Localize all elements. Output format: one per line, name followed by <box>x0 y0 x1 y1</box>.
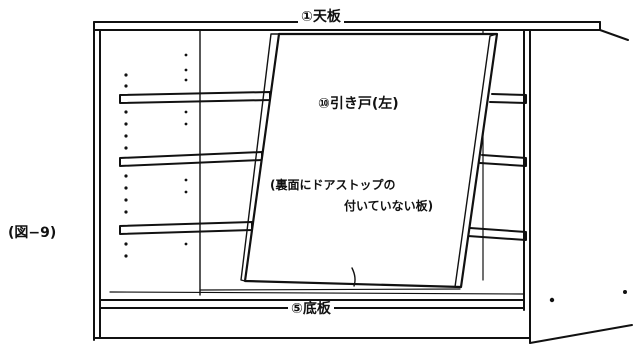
left-side-panel <box>93 21 101 341</box>
shelf-middle <box>119 151 263 167</box>
shelf-pin-holes-rear <box>184 53 188 246</box>
bottom-board-label: ⑤底板 <box>288 302 334 316</box>
shelf-lower-right <box>467 227 527 241</box>
shelf-lower <box>119 221 253 235</box>
door-note-line1: (裏面にドアストップの <box>270 178 396 192</box>
bottom-board <box>99 299 525 309</box>
door-note-line2: 付いていない板) <box>344 199 434 213</box>
shelf-upper-right <box>489 93 527 104</box>
bottom-board-rail <box>109 288 525 295</box>
shelf-pin-holes-left <box>124 73 128 258</box>
sliding-door-edge <box>240 33 498 288</box>
top-board-label: ①天板 <box>298 10 344 24</box>
right-side-bottom-edge <box>529 324 633 344</box>
right-panel-dots <box>549 290 627 303</box>
shelf-upper <box>119 91 271 104</box>
door-notch <box>351 267 356 287</box>
right-side-panel <box>523 21 629 344</box>
top-board <box>93 21 601 31</box>
figure-label: (図−9) <box>8 225 57 241</box>
shelf-middle-right <box>479 154 527 167</box>
sliding-door-label: ⑩引き戸(左) <box>316 96 401 112</box>
sliding-door <box>243 32 499 289</box>
